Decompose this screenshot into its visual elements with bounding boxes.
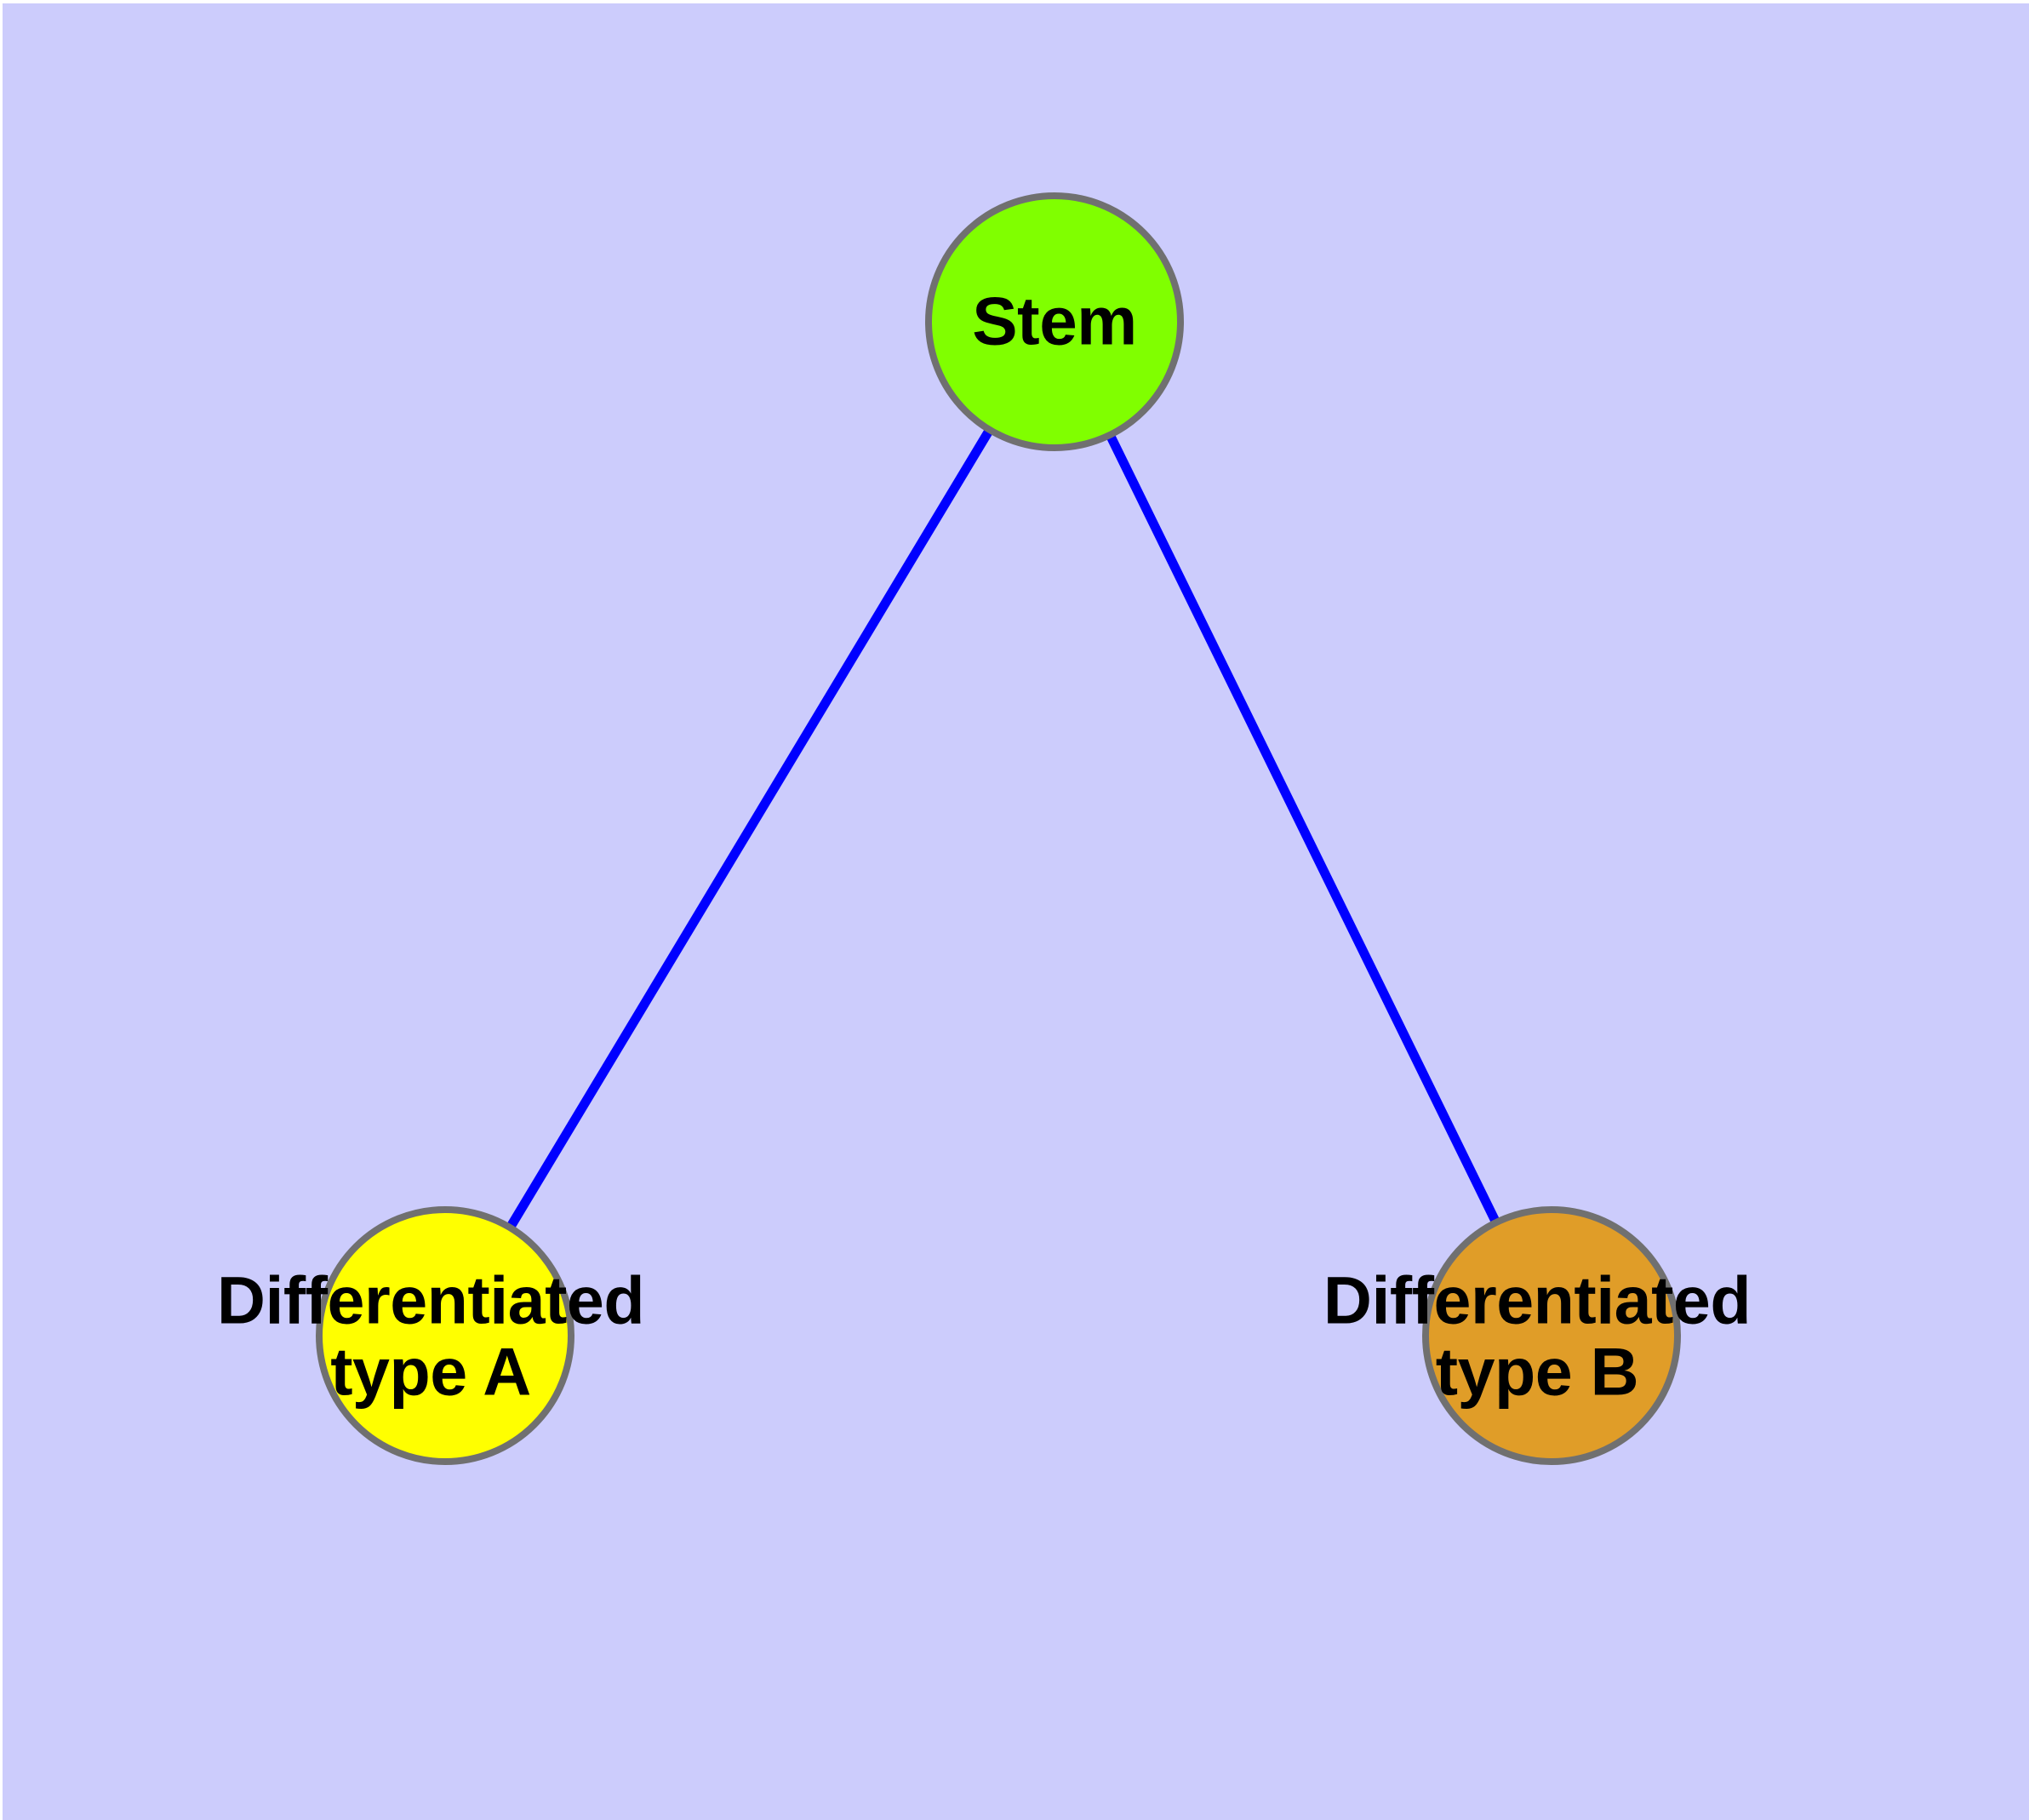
node-link-graph [316, 192, 1681, 1465]
edge-stem-diff-a[interactable] [505, 426, 995, 1232]
node-circle-stem[interactable] [925, 192, 1184, 451]
node-circle-diff_a[interactable] [316, 1206, 574, 1465]
edges-layer [505, 426, 1501, 1232]
node-circle-diff_b[interactable] [1422, 1206, 1681, 1465]
nodes-layer [316, 192, 1681, 1465]
edge-stem-diff-b[interactable] [1105, 431, 1501, 1227]
